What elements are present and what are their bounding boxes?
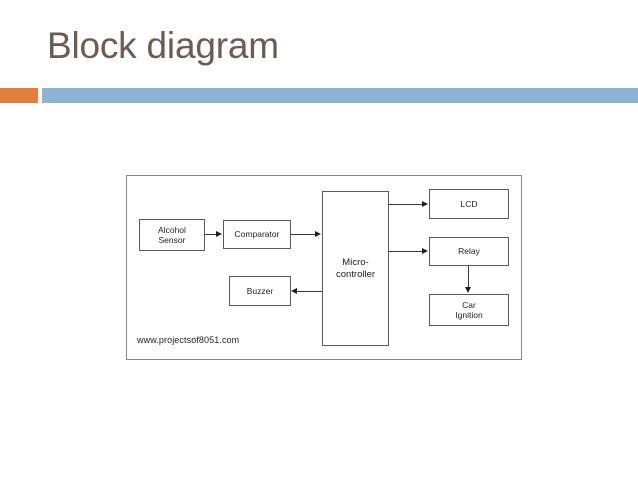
block-microcontroller: Micro- controller xyxy=(322,191,389,346)
page-title: Block diagram xyxy=(47,25,279,66)
block-lcd: LCD xyxy=(429,189,509,219)
connector-alcohol-sensor-to-comparator xyxy=(205,234,217,235)
block-alcohol-sensor: Alcohol Sensor xyxy=(139,219,205,251)
arrow-right-icon xyxy=(422,200,428,207)
block-relay: Relay xyxy=(429,237,509,266)
arrow-right-icon xyxy=(315,230,321,237)
block-car-ignition: Car Ignition xyxy=(429,294,509,326)
accent-bar-orange xyxy=(0,88,38,103)
block-diagram-frame: Alcohol Sensor Comparator Micro- control… xyxy=(126,175,522,360)
arrow-down-icon xyxy=(464,287,471,293)
connector-microcontroller-to-relay xyxy=(389,251,423,252)
connector-relay-to-car-ignition xyxy=(468,266,469,288)
connector-microcontroller-to-buzzer xyxy=(297,291,322,292)
diagram-watermark: www.projectsof8051.com xyxy=(137,335,240,345)
accent-bar-blue xyxy=(42,88,638,103)
connector-comparator-to-microcontroller xyxy=(291,234,316,235)
block-comparator: Comparator xyxy=(223,220,291,249)
arrow-left-icon xyxy=(291,287,297,294)
connector-microcontroller-to-lcd xyxy=(389,204,423,205)
arrow-right-icon xyxy=(216,230,222,237)
block-buzzer: Buzzer xyxy=(229,276,291,306)
arrow-right-icon xyxy=(422,247,428,254)
